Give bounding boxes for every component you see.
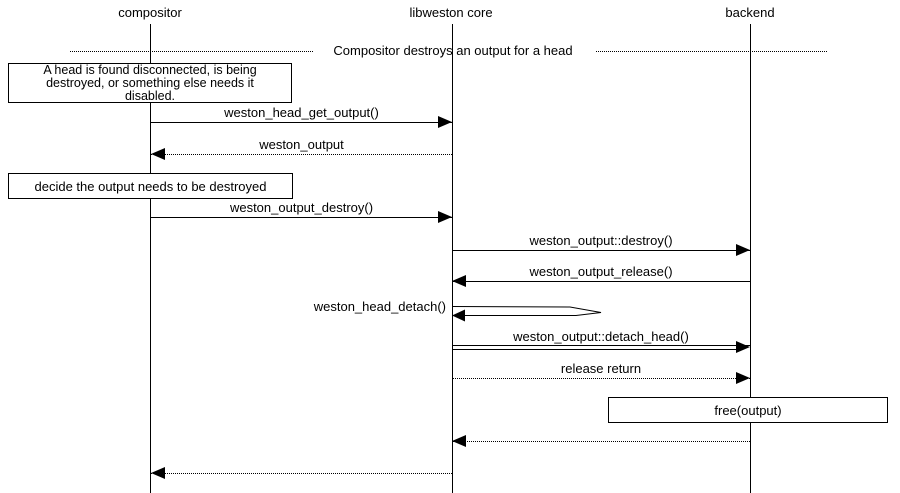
message-label-weston-head-get-output: weston_head_get_output() — [224, 105, 379, 120]
message-line-weston-head-get-output — [151, 122, 452, 123]
message-label-release-return: release return — [560, 361, 642, 376]
message-line-weston-output-destroy — [151, 217, 452, 218]
message-line-return-to-libweston — [452, 441, 750, 442]
actor-label-compositor: compositor — [118, 5, 182, 20]
self-message-loop — [452, 306, 602, 322]
divider-line-left — [70, 51, 313, 52]
message-label-weston-output-return: weston_output — [259, 137, 344, 152]
arrowhead-right-icon — [438, 116, 452, 128]
message-label-weston-output-destroy: weston_output_destroy() — [229, 200, 374, 215]
message-line-weston-output-detach-head-top — [452, 345, 750, 346]
note-decide-destroy: decide the output needs to be destroyed — [8, 173, 293, 199]
arrowhead-right-icon — [736, 244, 750, 256]
actor-label-libweston-core: libweston core — [409, 5, 493, 20]
divider-title: Compositor destroys an output for a head — [333, 43, 573, 58]
divider-line-right — [596, 51, 827, 52]
message-line-return-to-compositor — [151, 473, 452, 474]
message-line-weston-output-detach-head-bottom — [452, 349, 742, 350]
note-head-disconnected: A head is found disconnected, is being d… — [8, 63, 292, 103]
message-label-weston-head-detach: weston_head_detach() — [313, 299, 446, 314]
actor-label-backend: backend — [725, 5, 775, 20]
message-line-release-return — [452, 378, 750, 379]
arrowhead-left-icon — [151, 467, 165, 479]
message-line-weston-output-release — [452, 281, 750, 282]
arrowhead-left-icon — [452, 435, 466, 447]
message-label-weston-output-destroy-vfunc: weston_output::destroy() — [529, 233, 673, 248]
arrowhead-right-icon — [736, 341, 750, 353]
arrowhead-left-icon — [452, 275, 466, 287]
message-line-weston-output-return — [151, 154, 452, 155]
lifeline-libweston-core — [452, 24, 453, 493]
arrowhead-right-icon — [736, 372, 750, 384]
note-free-output: free(output) — [608, 397, 888, 423]
arrowhead-right-icon — [438, 211, 452, 223]
message-label-weston-output-release: weston_output_release() — [529, 264, 673, 279]
lifeline-compositor — [150, 24, 151, 493]
message-label-weston-output-detach-head: weston_output::detach_head() — [513, 329, 689, 344]
lifeline-backend — [750, 24, 751, 493]
arrowhead-left-icon — [151, 148, 165, 160]
message-line-weston-output-destroy-vfunc — [452, 250, 750, 251]
